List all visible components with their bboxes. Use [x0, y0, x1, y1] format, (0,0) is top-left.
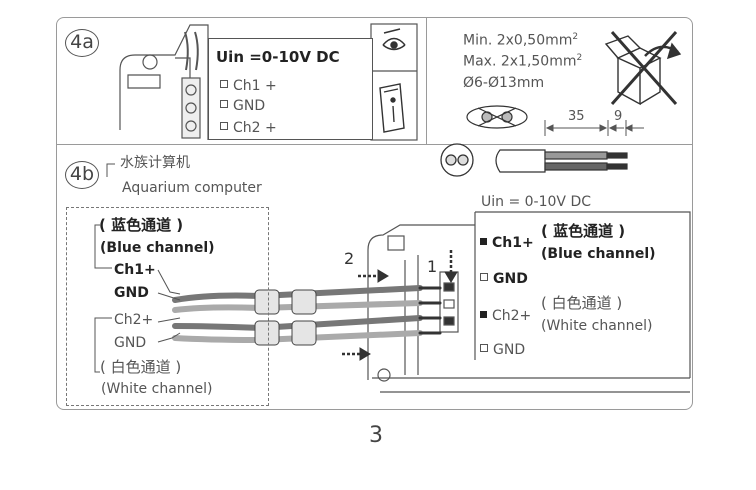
- stripped-cable: [495, 149, 628, 173]
- wire-min-text: Min. 2x0,50mm: [463, 32, 573, 49]
- terminal-marker-icon: [220, 80, 228, 88]
- wire-diameter-spec: Ø6-Ø13mm: [463, 75, 545, 91]
- right-uin: Uin = 0-10V DC: [481, 194, 591, 210]
- terminal-ch1-label: Ch1 +: [233, 78, 277, 94]
- terminal-ch2-label: Ch2 +: [233, 120, 277, 136]
- left-gnd2: GND: [114, 335, 147, 351]
- computer-name-en: Aquarium computer: [122, 180, 262, 196]
- terminal-ch2: Ch2 +: [220, 121, 277, 135]
- terminal-filled-icon: [480, 310, 487, 318]
- right-gnd1-label: GND: [493, 271, 528, 287]
- step-number-1: 1: [427, 257, 438, 276]
- terminal-marker-icon: [220, 122, 228, 130]
- terminal-gnd-label: GND: [233, 98, 266, 114]
- left-white-cn: ( 白色通道 ): [100, 358, 182, 376]
- cable-gland-icon: [440, 143, 474, 177]
- right-gnd1: GND: [480, 272, 528, 286]
- wire-max-sup: 2: [576, 53, 583, 63]
- wire-connectors: [254, 289, 317, 346]
- left-gnd1: GND: [114, 285, 149, 301]
- terminal-label-card: [208, 38, 373, 140]
- right-white-en: (White channel): [541, 318, 653, 334]
- terminal-marker-icon: [480, 273, 488, 281]
- instruction-frame: [56, 17, 693, 410]
- right-ch2-label: Ch2+: [492, 308, 532, 324]
- dimension-35: 35: [568, 109, 585, 124]
- dimension-9: 9: [614, 109, 623, 124]
- manual-book-icon: [379, 83, 405, 133]
- right-gnd2: GND: [480, 343, 525, 357]
- right-ch2: Ch2+: [480, 309, 531, 323]
- aquarium-computer-box: [66, 207, 269, 406]
- left-blue-cn: ( 蓝色通道 ): [99, 216, 184, 234]
- terminal-marker-icon: [220, 100, 228, 108]
- wire-min-spec: Min. 2x0,50mm2: [463, 33, 578, 48]
- leader-lines: [94, 163, 181, 373]
- wire-cross-section-icon: [466, 105, 528, 129]
- terminal-ch1: Ch1 +: [220, 79, 277, 93]
- eye-icon: [382, 28, 406, 51]
- terminal-gnd: GND: [220, 99, 265, 113]
- right-ch1-label: Ch1+: [492, 235, 534, 251]
- computer-name-cn: 水族计算机: [120, 155, 190, 171]
- uin-title: Uin =0-10V DC: [216, 48, 340, 66]
- terminal-marker-icon: [480, 344, 488, 352]
- left-white-en: (White channel): [101, 381, 213, 397]
- step-badge-4b: 4b: [65, 161, 99, 189]
- terminal-filled-icon: [480, 237, 487, 245]
- right-gnd2-label: GND: [493, 342, 526, 358]
- page-number: 3: [369, 423, 383, 448]
- dimension-lines: [544, 120, 644, 136]
- wire-max-text: Max. 2x1,50mm: [463, 53, 577, 70]
- no-box-icon: [604, 31, 682, 106]
- wire-min-sup: 2: [572, 32, 579, 42]
- right-white-cn: ( 白色通道 ): [541, 294, 623, 312]
- left-ch1: Ch1+: [114, 262, 156, 278]
- left-blue-en: (Blue channel): [100, 240, 215, 256]
- device-4a-sketch: [119, 24, 209, 140]
- step-badge-4a: 4a: [65, 29, 99, 57]
- step-arrows: [342, 250, 458, 361]
- section-divider-vertical: [426, 17, 427, 145]
- right-blue-en: (Blue channel): [541, 246, 656, 262]
- section-divider: [56, 144, 693, 145]
- right-blue-cn: ( 蓝色通道 ): [541, 222, 626, 240]
- step-number-2: 2: [344, 249, 355, 268]
- wire-max-spec: Max. 2x1,50mm2: [463, 54, 582, 69]
- left-ch2: Ch2+: [114, 312, 154, 328]
- right-ch1: Ch1+: [480, 236, 534, 250]
